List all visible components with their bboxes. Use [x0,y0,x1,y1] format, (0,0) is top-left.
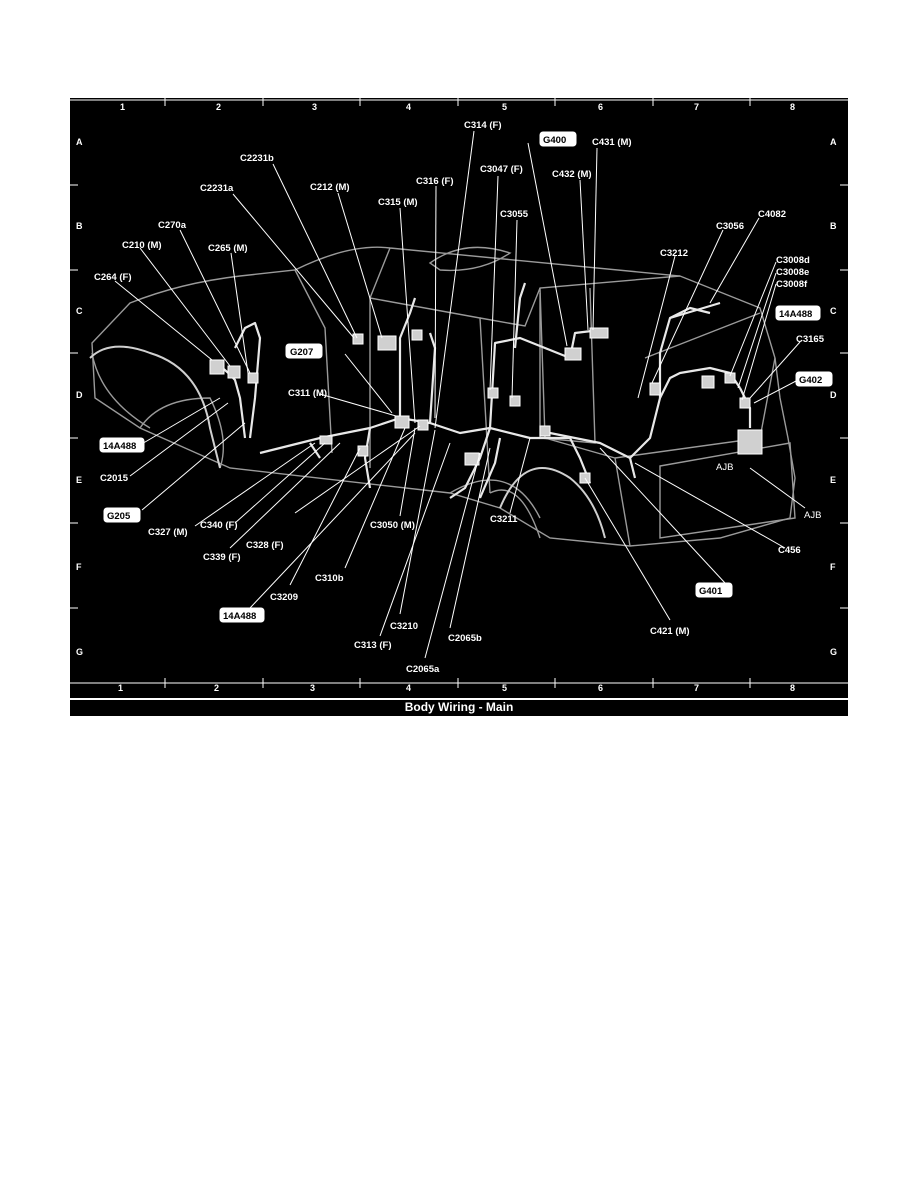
grid-row-f-left: F [76,562,82,572]
label-c316: C316 (F) [416,176,453,187]
label-c3055: C3055 [500,209,529,220]
grid-col-3-bottom: 3 [310,683,315,693]
label-c3056: C3056 [716,221,744,232]
label-c2231a: C2231a [200,183,234,194]
label-c310b: C310b [315,573,344,584]
label-c3211: C3211 [490,514,518,525]
label-ajb-right: AJB [804,510,821,521]
wiring-diagram: 1 2 3 4 5 6 7 8 1 2 3 4 5 6 7 8 A B C D … [70,98,848,693]
label-c327: C327 (M) [148,527,188,538]
grid-col-3-top: 3 [312,102,317,112]
leader-lines [114,130,806,659]
label-c340: C340 (F) [200,520,237,531]
grid-col-5-top: 5 [502,102,507,112]
grid-col-5-bottom: 5 [502,683,507,693]
label-c4082: C4082 [758,209,786,220]
label-14a488-d: 14A488 [103,441,136,452]
label-c432: C432 (M) [552,169,592,180]
grid-row-e-right: E [830,475,836,485]
grid-frame [70,98,848,688]
label-g207: G207 [290,347,313,358]
label-c339: C339 (F) [203,552,240,563]
label-c314: C314 (F) [464,120,501,131]
front-wheel-arch [89,345,221,469]
wiring-diagram-figure: 1 2 3 4 5 6 7 8 1 2 3 4 5 6 7 8 A B C D … [70,98,848,716]
label-c2065b: C2065b [448,633,482,644]
label-c2065a: C2065a [406,664,440,675]
rear-wheel-arch [499,467,606,539]
grid-row-d-left: D [76,390,83,400]
label-g401: G401 [699,586,723,597]
label-c2231b: C2231b [240,153,274,164]
grid-col-7-bottom: 7 [694,683,699,693]
label-c3008f: C3008f [776,279,808,290]
grid-col-6-top: 6 [598,102,603,112]
label-c3209: C3209 [270,592,298,603]
label-c3050: C3050 (M) [370,520,415,531]
label-c315: C315 (M) [378,197,418,208]
grid-col-2-top: 2 [216,102,221,112]
grid-row-f-right: F [830,562,836,572]
label-c311: C311 (M) [288,388,327,399]
grid-col-6-bottom: 6 [598,683,603,693]
label-c431: C431 (M) [592,137,632,148]
grid-row-g-right: G [830,647,837,657]
grid-row-g-left: G [76,647,83,657]
grid-row-e-left: E [76,475,82,485]
label-c270a: C270a [158,220,187,231]
grid-row-b-left: B [76,221,83,231]
label-c3008d: C3008d [776,255,810,266]
grid-row-b-right: B [830,221,837,231]
label-c2015: C2015 [100,473,129,484]
label-c3212: C3212 [660,248,688,259]
label-c212: C212 (M) [310,182,350,193]
label-c456: C456 [778,545,801,556]
label-c328: C328 (F) [246,540,283,551]
grid-col-1-top: 1 [120,102,125,112]
grid-col-8-bottom: 8 [790,683,795,693]
label-c3047: C3047 (F) [480,164,523,175]
grid-row-a-right: A [830,137,837,147]
label-14a488-c: 14A488 [779,309,812,320]
grid-col-4-bottom: 4 [406,683,411,693]
boxed-label-frames [99,131,833,623]
grid-row-c-right: C [830,306,837,316]
label-c3008e: C3008e [776,267,809,278]
grid-col-7-top: 7 [694,102,699,112]
label-c421: C421 (M) [650,626,690,637]
label-g400: G400 [543,135,566,146]
grid-row-d-right: D [830,390,837,400]
figure-caption: Body Wiring - Main [70,698,848,716]
label-14a488-f: 14A488 [223,611,256,622]
label-g402: G402 [799,375,822,386]
label-c313: C313 (F) [354,640,391,651]
label-c264: C264 (F) [94,272,131,283]
label-g205: G205 [107,511,131,522]
grid-col-2-bottom: 2 [214,683,219,693]
vehicle-outline [91,246,796,547]
label-c210: C210 (M) [122,240,162,251]
grid-row-c-left: C [76,306,83,316]
label-ajb-left: AJB [716,462,733,473]
label-c3210: C3210 [390,621,418,632]
label-c3165: C3165 [796,334,825,345]
grid-col-4-top: 4 [406,102,411,112]
grid-row-a-left: A [76,137,83,147]
grid-col-8-top: 8 [790,102,795,112]
grid-col-1-bottom: 1 [118,683,123,693]
label-c265: C265 (M) [208,243,248,254]
